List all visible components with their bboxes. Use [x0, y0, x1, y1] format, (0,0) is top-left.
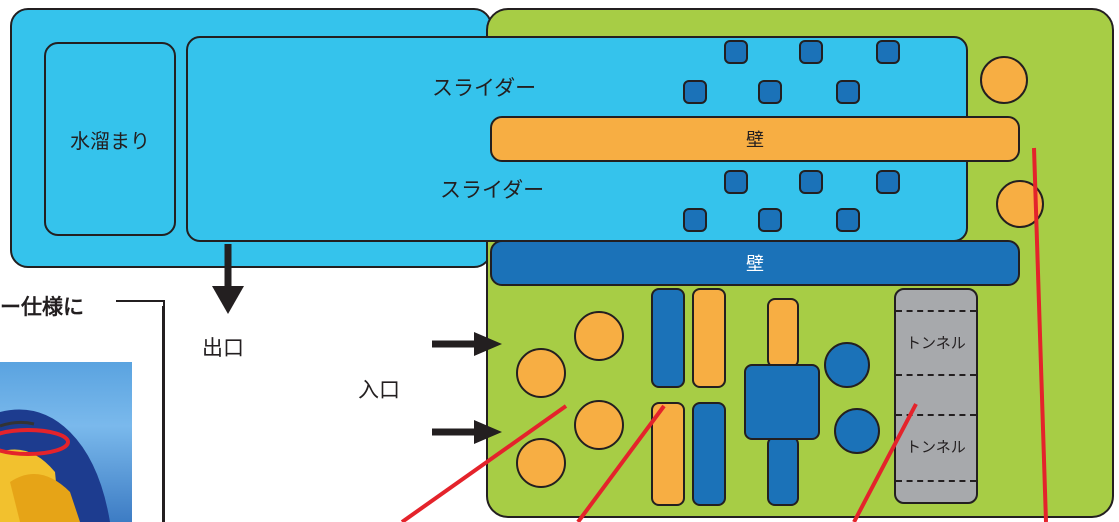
entrance-label: 入口 [358, 378, 400, 402]
central-block [744, 364, 820, 440]
ball-orange [980, 56, 1028, 104]
tunnel-stripe [896, 480, 976, 482]
obstacle-cube [876, 170, 900, 194]
ball-orange [574, 400, 624, 450]
obstacle-cube [836, 208, 860, 232]
tunnel-label-top: トンネル [906, 334, 966, 352]
pointer-line [576, 404, 666, 522]
exit-label: 出口 [202, 336, 244, 360]
slider-label-bottom: スライダー [440, 178, 545, 202]
obstacle-cube [724, 170, 748, 194]
obstacle-cube [758, 80, 782, 104]
wall-blue: 壁 [490, 240, 1020, 286]
obstacle-cube [683, 208, 707, 232]
pointer-line [852, 403, 918, 522]
obstacle-cube [876, 40, 900, 64]
pillar-blue [651, 288, 685, 388]
wall-orange-label: 壁 [746, 130, 764, 151]
pointer-line [1032, 147, 1048, 522]
wall-blue-label: 壁 [746, 254, 764, 275]
obstacle-cube [799, 40, 823, 64]
arrow-down-icon [212, 244, 244, 314]
splash-pool-label: 水溜まり [70, 128, 150, 153]
product-photo [0, 362, 132, 522]
obstacle-cube [683, 80, 707, 104]
obstacle-cube [799, 170, 823, 194]
ball-blue [824, 342, 870, 388]
obstacle-cube [758, 208, 782, 232]
arrow-right-icon [432, 332, 502, 356]
spec-heading: ー仕様に [0, 295, 84, 319]
obstacle-cube [836, 80, 860, 104]
slider-label-top: スライダー [432, 76, 537, 100]
ball-orange [516, 438, 566, 488]
photo-illustration [0, 409, 110, 522]
ball-orange [574, 311, 624, 361]
pillar-orange [692, 288, 726, 388]
ball-blue [834, 408, 880, 454]
pointer-line [400, 404, 568, 522]
tunnel-stripe [896, 310, 976, 312]
splash-pool: 水溜まり [44, 42, 176, 236]
wall-orange: 壁 [490, 116, 1020, 162]
tunnel-stripe [896, 374, 976, 376]
arrow-right-icon [432, 420, 502, 444]
pillar-blue [692, 402, 726, 506]
obstacle-cube [724, 40, 748, 64]
tunnel-label-bottom: トンネル [906, 438, 966, 456]
tunnel: トンネル トンネル [894, 288, 978, 504]
ball-orange [516, 348, 566, 398]
tunnel-stripe [896, 414, 976, 416]
pillar-orange [651, 402, 685, 506]
